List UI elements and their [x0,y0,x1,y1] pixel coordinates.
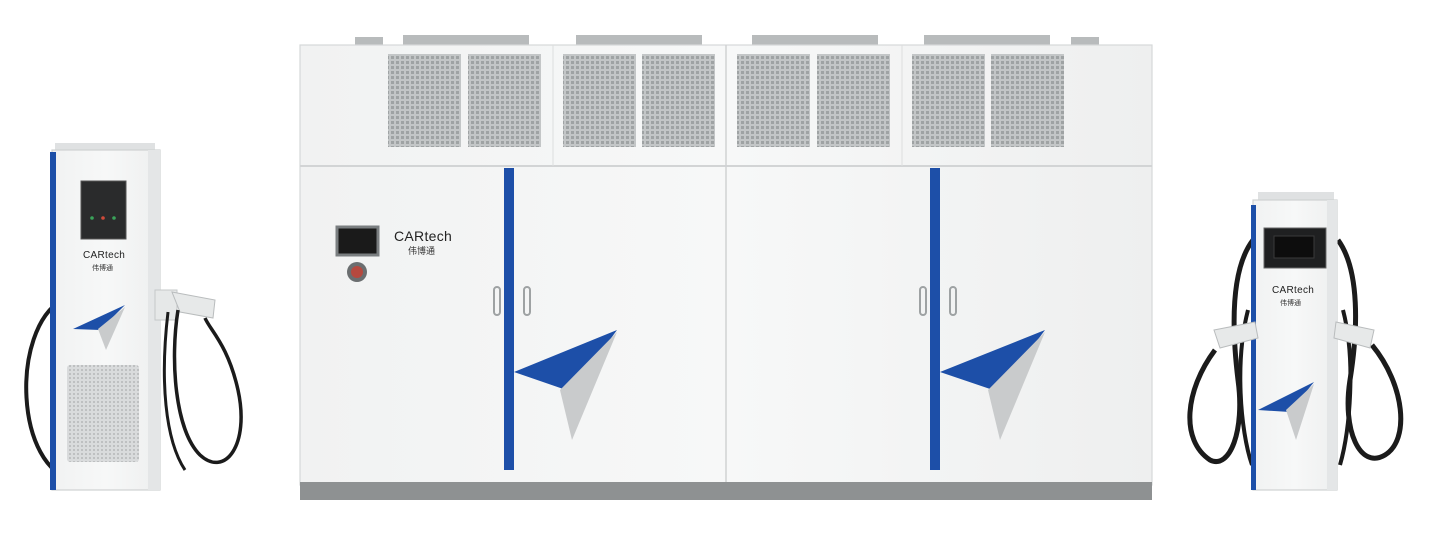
blue-stripe [504,168,514,470]
door-handles [493,286,957,316]
left-charger [24,143,243,491]
brand-logo-text: CARtech [1272,285,1315,296]
vent-grille [67,365,139,462]
logo-arrow [514,330,617,440]
right-charger [1187,192,1404,491]
brand-logo-text-cn: 伟博通 [408,247,436,257]
charger-screen [80,180,127,240]
blue-stripe [50,152,56,490]
vent-grilles [388,54,1064,147]
cabinet-base [300,482,1152,500]
brand-logo-text-cn: 伟博通 [1280,299,1301,307]
top-vent-caps [355,35,1099,46]
brand-logo-text-cn: 伟博通 [92,264,113,272]
blue-stripe [1251,205,1256,490]
logo-arrow [940,330,1045,440]
control-screen [335,225,380,257]
blue-stripe [930,168,940,470]
brand-logo-text: CARtech [83,250,126,261]
power-cabinet [299,35,1153,500]
brand-logo-text: CARtech [394,228,453,244]
